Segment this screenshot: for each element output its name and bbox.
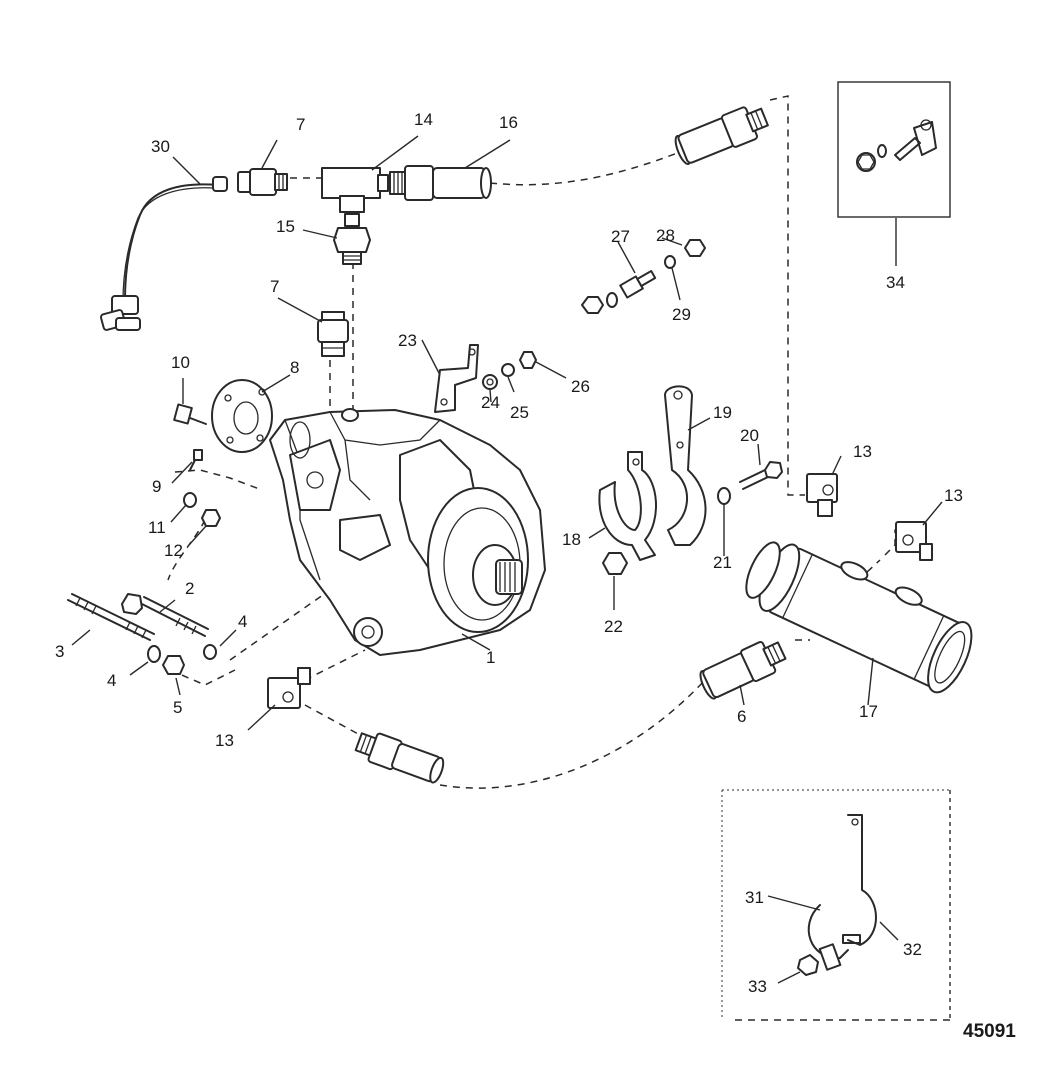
leader-lines: [71, 135, 943, 984]
pressure-switch-mid-icon: [317, 311, 349, 357]
callout-30: 30: [151, 137, 170, 156]
callout-15: 15: [276, 217, 295, 236]
callout-13-right: 13: [944, 486, 963, 505]
clamp-18-icon: [598, 451, 657, 561]
callout-13-mid: 13: [853, 442, 872, 461]
elbow-fitting-13-right-icon: [895, 521, 933, 561]
washer-4-left-icon: [147, 645, 161, 663]
callout-20: 20: [740, 426, 759, 445]
callout-3: 3: [55, 642, 64, 661]
hose-6-icon: [699, 641, 787, 700]
callout-12: 12: [164, 541, 183, 560]
callout-7-mid: 7: [270, 277, 279, 296]
callout-32: 32: [903, 940, 922, 959]
hose-top-right-icon: [674, 106, 769, 166]
figure-number: 45091: [963, 1021, 1016, 1042]
callout-27: 27: [611, 227, 630, 246]
washer-4-right-icon: [203, 644, 217, 660]
wire-harness-icon: [99, 176, 228, 331]
callout-21: 21: [713, 553, 732, 572]
pressure-switch-top-icon: [237, 168, 288, 196]
callout-33: 33: [748, 977, 767, 996]
nut-5-icon: [162, 655, 185, 675]
hose-16-icon: [389, 165, 492, 201]
elbow-fitting-icon: [856, 119, 937, 172]
bolt-3-icon: [67, 593, 155, 641]
nut-12-icon: [201, 509, 221, 527]
callout-labels: 1 2 3 4 4 5 6 7 7 8 9 10 11 12 13 13 13 …: [55, 110, 963, 996]
callout-5: 5: [173, 698, 182, 717]
flange-8-icon: [211, 379, 273, 453]
callout-9: 9: [152, 477, 161, 496]
callout-23: 23: [398, 331, 417, 350]
fitting-15-icon: [333, 213, 371, 265]
callout-4: 4: [238, 612, 247, 631]
clamp-detail-icon: [797, 814, 877, 976]
callout-17: 17: [859, 702, 878, 721]
bolt-2-icon: [121, 593, 209, 637]
hardware-24-26-icon: [482, 351, 537, 390]
callout-11: 11: [148, 518, 166, 537]
elbow-fitting-13-lower-icon: [267, 667, 311, 709]
callout-31: 31: [745, 888, 764, 907]
inset-box-clamp-detail: [721, 789, 951, 1021]
callout-34: 34: [886, 273, 905, 292]
fitting-27-set-icon: [581, 239, 706, 314]
callout-18: 18: [562, 530, 581, 549]
callout-14: 14: [414, 110, 433, 129]
elbow-fitting-13-mid-icon: [806, 473, 838, 517]
callout-22: 22: [604, 617, 623, 636]
callout-13-lower: 13: [215, 731, 234, 750]
callout-16: 16: [499, 113, 518, 132]
bracket-23-icon: [434, 344, 479, 413]
oil-cooler-icon: [745, 541, 973, 694]
callout-7-top: 7: [296, 115, 305, 134]
bolt-9-icon: [189, 449, 203, 471]
clamp-19-icon: [664, 385, 707, 546]
callout-6: 6: [737, 707, 746, 726]
nut-22-icon: [602, 552, 628, 575]
callout-4b: 4: [107, 671, 116, 690]
hose-lower-left-icon: [354, 732, 445, 784]
callout-24: 24: [481, 393, 500, 412]
callout-29: 29: [672, 305, 691, 324]
callout-2: 2: [185, 579, 194, 598]
bolt-20-icon: [739, 461, 783, 490]
callout-8: 8: [290, 358, 299, 377]
callout-19: 19: [713, 403, 732, 422]
callout-28: 28: [656, 226, 675, 245]
transmission-housing-icon: [269, 408, 546, 656]
callout-1: 1: [486, 648, 495, 667]
tee-fitting-icon: [321, 167, 389, 213]
callout-26: 26: [571, 377, 590, 396]
washer-11-icon: [183, 492, 197, 508]
bolt-10-icon: [173, 403, 207, 425]
callout-10: 10: [171, 353, 190, 372]
inset-box-elbow-fitting: [837, 81, 951, 218]
washer-21-icon: [717, 487, 731, 505]
callout-25: 25: [510, 403, 529, 422]
